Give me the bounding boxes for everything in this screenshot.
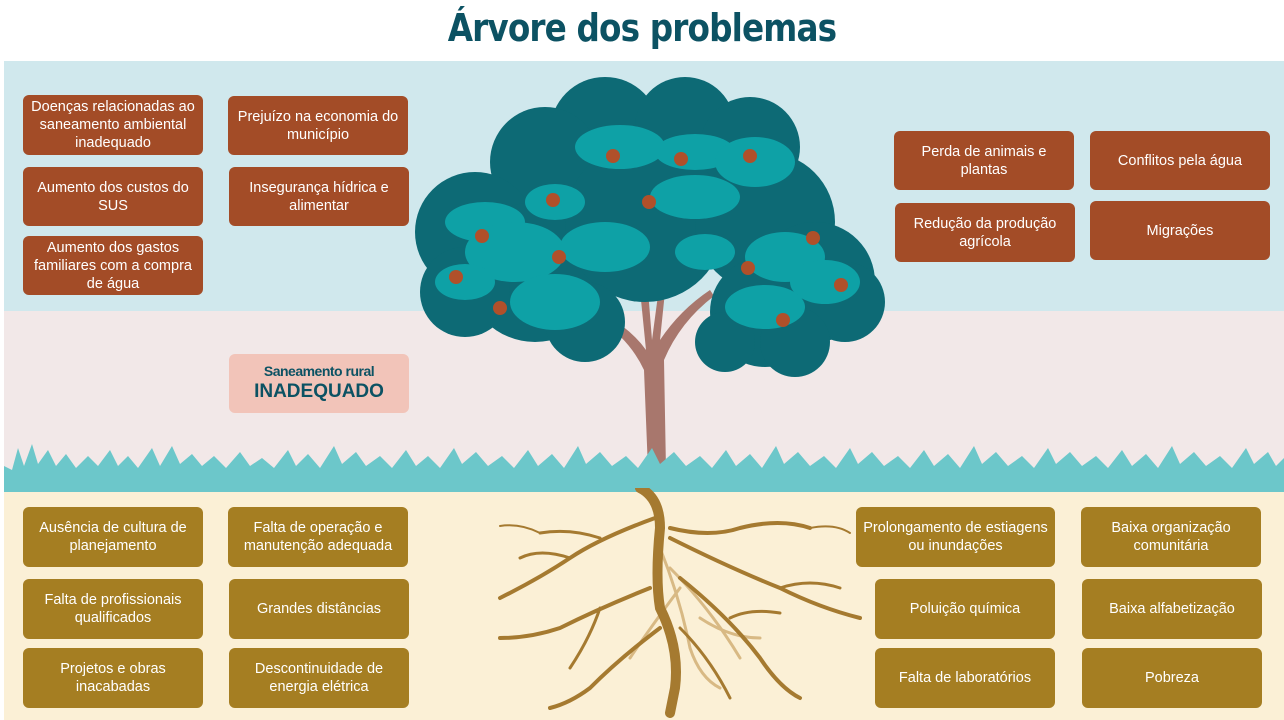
cause-box-grandes-distancias: Grandes distâncias: [229, 579, 409, 639]
cause-box-projetos-obras: Projetos e obras inacabadas: [23, 648, 203, 708]
effect-box-migracoes: Migrações: [1090, 201, 1270, 260]
roots-zone-background: [4, 488, 1284, 720]
effect-box-custos-sus: Aumento dos custos do SUS: [23, 167, 203, 226]
tree-canopy-icon: [415, 77, 885, 377]
effect-box-perda-animais: Perda de animais e plantas: [894, 131, 1074, 190]
effect-box-conflitos-agua: Conflitos pela água: [1090, 131, 1270, 190]
core-problem-title: INADEQUADO: [254, 381, 384, 402]
effect-box-doencas: Doenças relacionadas ao saneamento ambie…: [23, 95, 203, 155]
tree-trunk-icon: [600, 280, 714, 470]
cause-box-alfabetizacao: Baixa alfabetização: [1082, 579, 1262, 639]
cause-box-pobreza: Pobreza: [1082, 648, 1262, 708]
cause-box-profissionais: Falta de profissionais qualificados: [23, 579, 203, 639]
cause-box-operacao-manutencao: Falta de operação e manutenção adequada: [228, 507, 408, 567]
cause-box-energia-eletrica: Descontinuidade de energia elétrica: [229, 648, 409, 708]
effect-box-prejuizo-economia: Prejuízo na economia do município: [228, 96, 408, 155]
effect-box-reducao-producao: Redução da produção agrícola: [895, 203, 1075, 262]
effect-box-inseguranca: Insegurança hídrica e alimentar: [229, 167, 409, 226]
cause-box-laboratorios: Falta de laboratórios: [875, 648, 1055, 708]
tree-roots-icon: [498, 488, 862, 718]
cause-box-cultura-planejamento: Ausência de cultura de planejamento: [23, 507, 203, 567]
cause-box-poluicao-quimica: Poluição química: [875, 579, 1055, 639]
cause-box-estiagens: Prolongamento de estiagens ou inundações: [856, 507, 1055, 567]
core-problem-subtitle: Saneamento rural: [263, 363, 375, 379]
effect-box-gastos-familiares: Aumento dos gastos familiares com a comp…: [23, 236, 203, 295]
cause-box-organizacao-comunitaria: Baixa organização comunitária: [1081, 507, 1261, 567]
page-title: Árvore dos problemas: [447, 6, 837, 50]
grass-strip-icon: [4, 444, 1284, 492]
core-problem-box: Saneamento rural INADEQUADO: [229, 354, 409, 413]
trunk-zone-background: [4, 311, 1284, 471]
